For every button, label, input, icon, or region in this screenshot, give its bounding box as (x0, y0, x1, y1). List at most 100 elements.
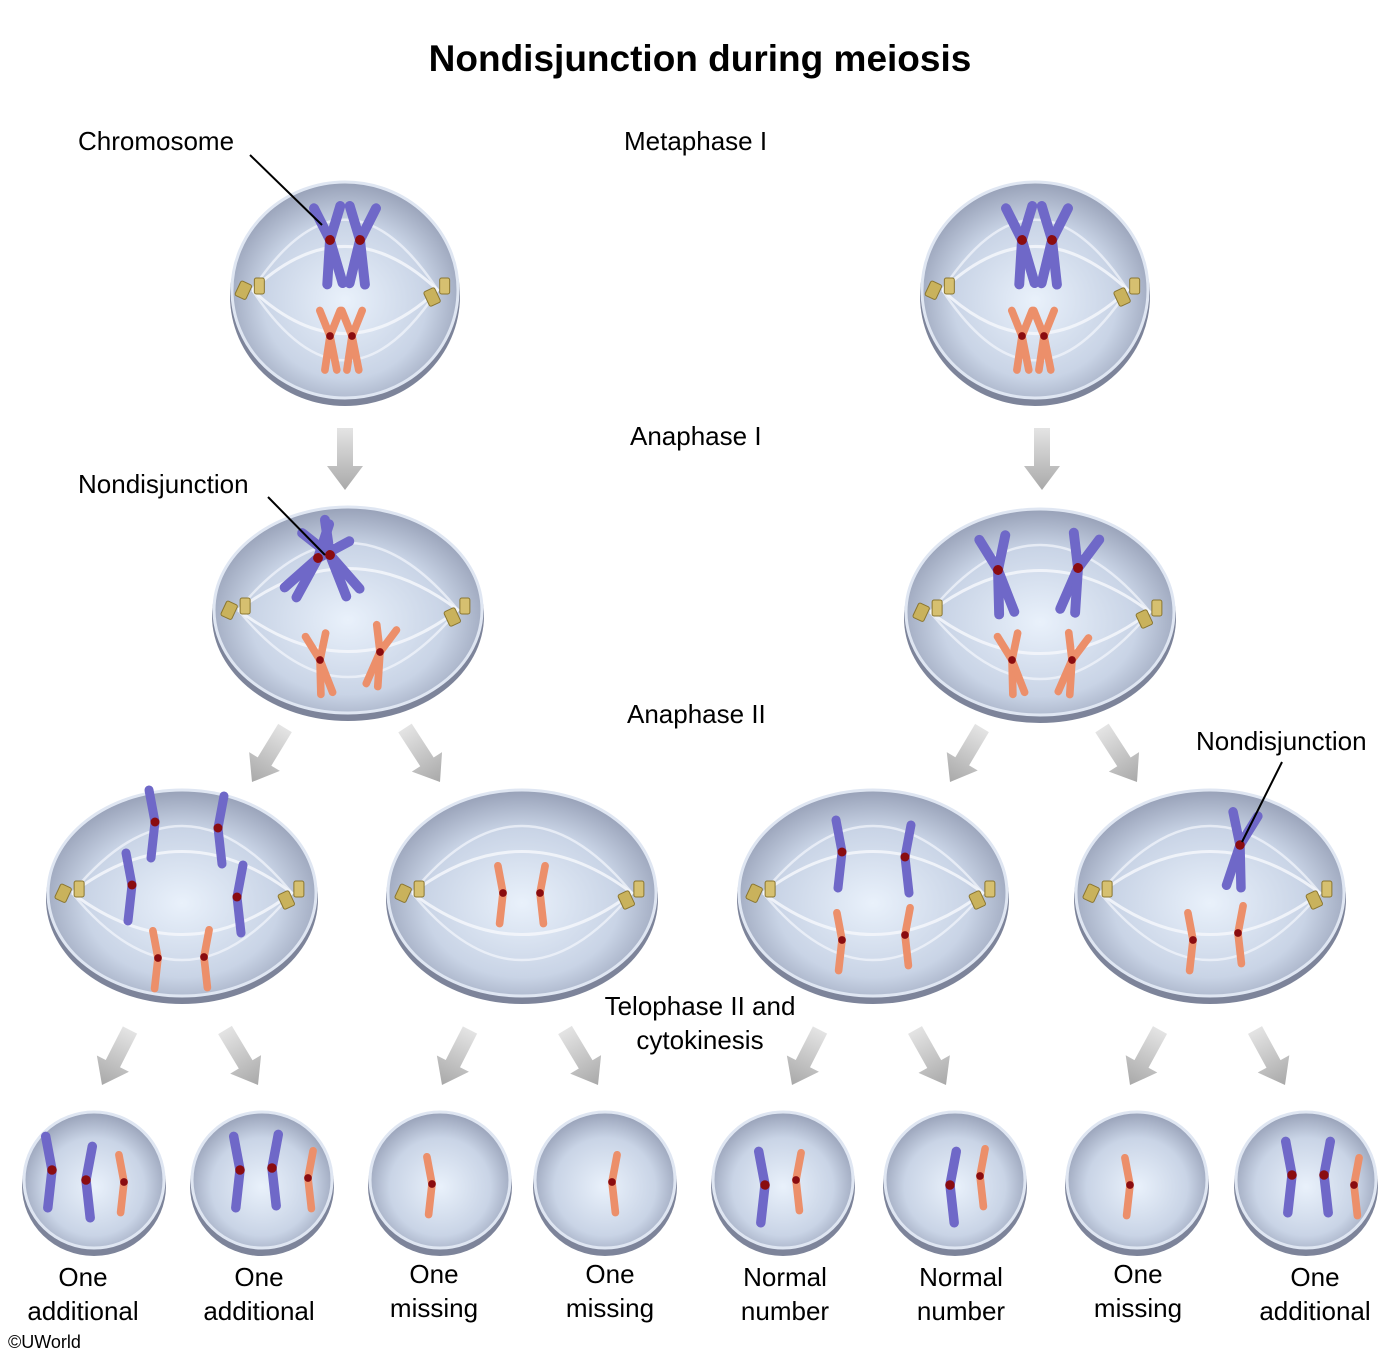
single-chromatid (536, 861, 549, 928)
arrow-down-left-icon (96, 1026, 138, 1086)
replicated-chromosome (1029, 306, 1059, 374)
stage-label-anaphase-2: Anaphase II (627, 699, 766, 729)
single-chromatid (494, 861, 507, 928)
replicated-chromosome (309, 201, 348, 290)
single-chromatid (228, 1131, 245, 1213)
centriole-icon (745, 880, 776, 903)
single-chromatid (753, 1146, 770, 1228)
centriole-icon (1135, 599, 1163, 629)
single-chromatid (267, 1129, 284, 1211)
callout-nondisjunction-right: Nondisjunction (1196, 726, 1367, 756)
single-chromatid (200, 925, 213, 992)
single-chromatid (1184, 908, 1197, 975)
replicated-chromosome (1001, 201, 1040, 290)
centriole-icon (968, 880, 996, 910)
replicated-chromosome (315, 306, 345, 374)
single-chromatid (833, 908, 846, 975)
cell-anaphase-1-right (904, 507, 1176, 723)
replicated-chromosome (362, 620, 401, 691)
single-chromatid (144, 785, 160, 863)
callout-nondisjunction-left: Nondisjunction (78, 469, 249, 499)
single-chromatid (115, 1150, 128, 1217)
cell-anaphase-2-3 (737, 788, 1009, 1004)
centriole-icon (1305, 880, 1333, 910)
arrow-down-left-icon (946, 723, 989, 782)
single-chromatid (1280, 1136, 1297, 1218)
arrow-down-icon (1024, 428, 1060, 490)
single-chromatid (901, 903, 914, 970)
replicated-chromosome (344, 201, 381, 290)
centriole-icon (924, 277, 955, 300)
single-chromatid (304, 1146, 317, 1213)
arrow-down-icon (327, 428, 363, 490)
centriole-icon (617, 880, 645, 910)
arrow-down-right-icon (218, 1025, 262, 1086)
arrow-down-left-icon (436, 1026, 478, 1086)
stage-label-telophase-2: Telophase II and cytokinesis (604, 991, 796, 1055)
arrow-down-right-icon (398, 723, 443, 782)
centriole-icon (220, 597, 251, 620)
single-chromatid (81, 1141, 98, 1223)
single-chromatid (121, 848, 137, 926)
single-chromatid (1350, 1153, 1363, 1220)
nondisjunction-pointer-line-right (1241, 761, 1283, 843)
nondisjunction-pointer-line-left (267, 496, 326, 556)
single-chromatid (900, 820, 916, 898)
arrow-down-left-icon (786, 1026, 828, 1086)
cell-metaphase-1-right (920, 180, 1150, 406)
single-chromatid (1319, 1136, 1336, 1218)
cell-anaphase-2-1 (46, 785, 318, 1004)
daughter-cell-4 (533, 1110, 677, 1256)
replicated-chromosome (1036, 201, 1073, 290)
single-chromatid (232, 860, 248, 938)
diagram-title: Nondisjunction during meiosis (428, 38, 972, 79)
centriole-icon (234, 277, 265, 300)
centriole-icon (54, 880, 85, 903)
replicated-chromosome (301, 629, 337, 699)
centriole-icon (394, 880, 425, 903)
arrow-down-right-icon (558, 1025, 602, 1086)
replicated-chromosome (337, 306, 367, 374)
daughter-cell-3 (368, 1110, 512, 1256)
centriole-icon (443, 597, 471, 627)
daughter-cell-2 (190, 1110, 334, 1256)
single-chromatid (423, 1152, 436, 1219)
centriole-icon (277, 880, 305, 910)
single-chromatid (976, 1144, 989, 1211)
centriole-icon (423, 277, 451, 307)
replicated-chromosome (1007, 306, 1037, 374)
single-chromatid (40, 1131, 57, 1213)
single-chromatid (149, 926, 162, 993)
single-chromatid (831, 815, 847, 893)
callout-chromosome: Chromosome (78, 126, 235, 156)
copyright: ©UWorld (8, 1332, 81, 1352)
single-chromatid (608, 1150, 621, 1217)
single-chromatid (1234, 901, 1247, 968)
cell-anaphase-1-left (212, 505, 484, 721)
single-chromatid (945, 1146, 962, 1228)
arrow-down-right-icon (1095, 723, 1140, 782)
daughter-cell-8 (1234, 1110, 1378, 1256)
cell-anaphase-2-2 (386, 788, 658, 1004)
arrow-down-right-icon (908, 1026, 950, 1086)
replicated-chromosome (1221, 807, 1263, 893)
centriole-icon (1082, 880, 1113, 903)
centriole-icon (1113, 277, 1141, 307)
daughter-cell-7 (1065, 1110, 1209, 1256)
arrow-down-left-icon (249, 723, 292, 783)
daughter-cell-1 (22, 1110, 166, 1256)
arrow-down-right-icon (1247, 1026, 1290, 1085)
single-chromatid (792, 1148, 805, 1215)
centriole-icon (912, 599, 943, 622)
stage-label-anaphase-1: Anaphase I (630, 421, 762, 451)
single-chromatid (1121, 1153, 1134, 1220)
daughter-cell-6 (883, 1110, 1027, 1256)
